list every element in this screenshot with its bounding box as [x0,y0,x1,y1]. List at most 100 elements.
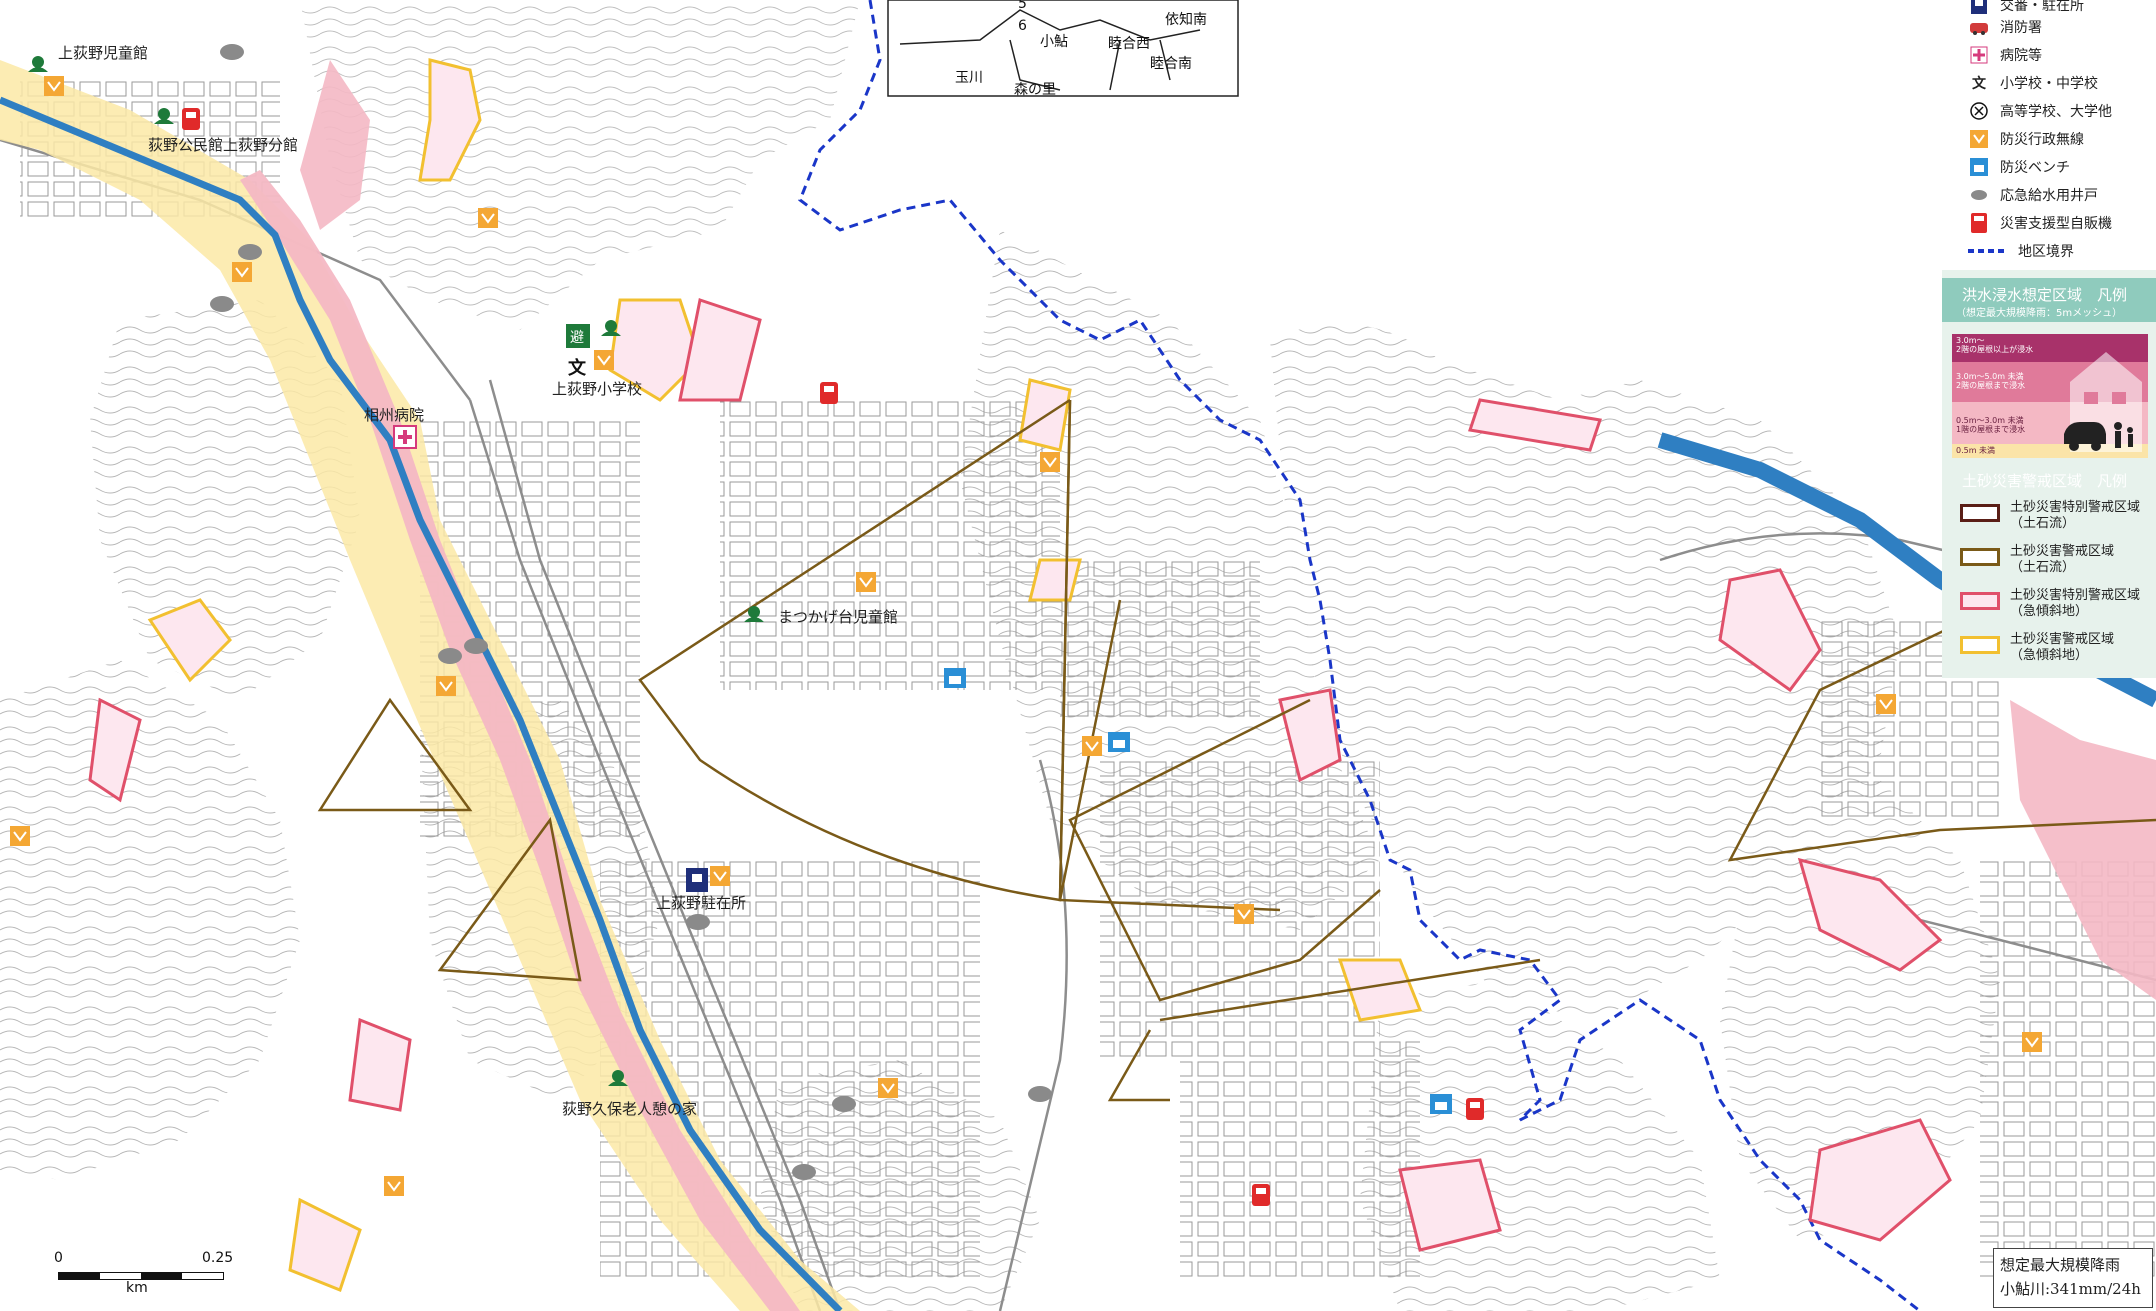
fire-station-icon [1968,16,1990,38]
well-icon[interactable] [1028,1086,1052,1102]
flood-legend-header: 洪水浸水想定区域 凡例 （想定最大規模降雨：5mメッシュ） [1942,278,2156,322]
radio-speaker-icon[interactable] [44,76,64,96]
well-icon [1968,184,1990,206]
legend-item-debris-warning: 土砂災害警戒区域（土石流） [1960,544,2114,576]
hospital-cross-icon[interactable] [393,425,417,449]
radio-speaker-icon[interactable] [878,1078,898,1098]
legend-item-well: 応急給水用井戸 [1968,184,2098,206]
legend-label: 土砂災害特別警戒区域 [2010,588,2141,603]
landslide-legend-title: 土砂災害警戒区域 凡例 [1962,472,2128,490]
radio-speaker-icon[interactable] [478,208,498,228]
scale-end: 0.25 [202,1250,234,1266]
legend-label: 防災行政無線 [2000,132,2084,148]
legend-item-debris-special: 土砂災害特別警戒区域（土石流） [1960,500,2140,532]
flood-level-note: 1階の屋根まで浸水 [1956,425,2026,434]
radio-speaker-icon[interactable] [436,676,456,696]
police-box-icon[interactable] [686,868,708,892]
vending-machine-icon[interactable] [1466,1098,1484,1120]
flood-level-note: 2階の屋根まで浸水 [1956,381,2026,390]
legend-label: 病院等 [2000,48,2042,64]
community-center-icon[interactable] [744,606,764,622]
community-center-icon[interactable] [154,108,174,124]
legend-sublabel: （土石流） [2010,516,2076,531]
legend-label: 災害支援型自販機 [2000,216,2112,232]
legend-label: 小学校・中学校 [2000,76,2098,92]
inset-label-6: 6 [1018,18,1027,34]
radio-speaker-icon[interactable] [1040,452,1060,472]
flood-level-label: 0.5m 未満 [1956,446,1996,455]
svg-text:文: 文 [568,357,587,379]
flood-legend-title: 洪水浸水想定区域 凡例 [1962,286,2128,304]
radio-speaker-icon[interactable] [1876,694,1896,714]
bench-icon[interactable] [1108,732,1130,752]
scale-bar: 0 0.25 km [54,1250,234,1300]
radio-speaker-icon[interactable] [1082,736,1102,756]
scale-unit: km [126,1280,148,1296]
radio-speaker-icon[interactable] [856,572,876,592]
legend-item-school: 文小学校・中学校 [1968,72,2098,94]
well-icon[interactable] [792,1164,816,1180]
landslide-steep-zones [88,58,1952,1292]
facility-label-soshu-hospital: 相州病院 [364,406,424,424]
police-box-icon [1968,0,1990,16]
radio-speaker-icon[interactable] [1234,904,1254,924]
legend-label: 土砂災害警戒区域 [2010,632,2115,647]
inset-label-mutsuai-nishi: 睦合西 [1108,36,1150,52]
community-center-icon[interactable] [608,1070,628,1086]
radio-speaker-icon[interactable] [384,1176,404,1196]
legend-label: 交番・駐在所 [2000,0,2084,14]
legend-item-hospital: 病院等 [1968,44,2042,66]
flood-legend-subtitle: （想定最大規模降雨：5mメッシュ） [1956,308,2123,319]
hospital-cross-icon [1968,44,1990,66]
legend-swatch [1960,504,2000,522]
flood-inundation-area [0,60,2156,1311]
radio-speaker-icon[interactable] [594,350,614,370]
legend-label: 高等学校、大学他 [2000,104,2112,120]
legend-item-police: 交番・駐在所 [1968,0,2084,16]
vending-machine-icon[interactable] [182,108,200,130]
well-icon[interactable] [210,296,234,312]
well-icon[interactable] [686,914,710,930]
community-center-icon[interactable] [601,320,621,336]
evacuation-shelter-icon[interactable]: 避 [566,324,590,348]
flood-level-label: 3.0m〜5.0m 未満 [1956,372,2024,381]
vending-machine-icon[interactable] [820,382,838,404]
school-icon: 文 [1972,76,1986,92]
well-icon[interactable] [220,44,244,60]
house-car-icon [2064,352,2142,452]
radio-speaker-icon[interactable] [232,262,252,282]
community-center-icon[interactable] [28,56,48,72]
inset-map: 5 6 小鮎 依知南 睦合西 睦合南 玉川 森の里 [887,0,1239,98]
legend-panel: 交番・駐在所 消防署 病院等 文小学校・中学校 高等学校、大学他 防災行政無線 … [1942,0,2156,678]
inset-label-tamagawa: 玉川 [955,70,983,86]
inset-label-koayu: 小鮎 [1040,34,1068,50]
legend-item-bench: 防災ベンチ [1968,156,2070,178]
well-icon[interactable] [464,638,488,654]
flood-level-label: 0.5m〜3.0m 未満 [1956,416,2024,425]
well-icon[interactable] [238,244,262,260]
map-icons: 文 避 [10,44,2042,1206]
radio-speaker-icon[interactable] [2022,1032,2042,1052]
legend-sublabel: （急傾斜地） [2010,604,2089,619]
facility-label-kamiogino-jidokan: 上荻野児童館 [58,44,148,62]
vending-machine-icon [1968,212,1990,234]
flood-level-note: 2階の屋根以上が浸水 [1956,345,2034,354]
radio-speaker-icon[interactable] [10,826,30,846]
legend-item-district-boundary: 地区境界 [1968,240,2074,262]
well-icon[interactable] [438,648,462,664]
legend-sublabel: （急傾斜地） [2010,648,2089,663]
facility-label-matsukagedai-jidokan: まつかげ台児童館 [778,608,898,626]
bench-icon[interactable] [1430,1094,1452,1114]
scale-start: 0 [54,1250,63,1266]
district-boundary-line [1968,240,2008,262]
school-icon[interactable]: 文 [568,357,587,379]
well-icon[interactable] [832,1096,856,1112]
inset-label-ichi-minami: 依知南 [1165,11,1207,28]
svg-text:避: 避 [570,330,584,346]
legend-item-radio: 防災行政無線 [1968,128,2084,150]
bench-icon[interactable] [944,668,966,688]
vending-machine-icon[interactable] [1252,1184,1270,1206]
radio-speaker-icon[interactable] [710,866,730,886]
